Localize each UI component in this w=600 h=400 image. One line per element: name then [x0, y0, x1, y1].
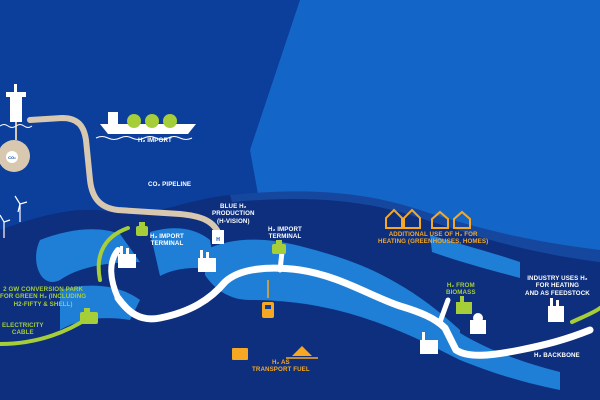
label-co2-pipeline: CO₂ PIPELINE	[148, 181, 192, 188]
label-electricity-cable: ELECTRICITY CABLE	[2, 322, 44, 337]
transport-fuel-icon	[232, 280, 318, 360]
h2-backbone-branch-west	[108, 247, 121, 301]
label-additional-use-heating: ADDITIONAL USE OF H₂ FOR HEATING (GREENH…	[378, 231, 489, 246]
greenhouse-home-icon	[385, 208, 471, 229]
svg-text:CO₂: CO₂	[8, 155, 16, 160]
h2-import-ship-icon	[95, 112, 196, 140]
harbour-basin-west	[36, 229, 140, 282]
label-h2-from-biomass: H₂ FROM BIOMASS	[446, 282, 476, 297]
label-conversion-park: 2 GW CONVERSION PARK FOR GREEN H₂ (INCLU…	[0, 286, 87, 308]
label-blue-h2-production: BLUE H₂ PRODUCTION (H-VISION)	[212, 203, 255, 225]
biomass-plant-icon	[456, 296, 472, 314]
co2-pipeline	[27, 115, 221, 235]
co2-storage-rig-icon: CO₂	[0, 84, 33, 172]
h2-backbone-branch-terminal	[277, 249, 285, 273]
canal-north	[430, 235, 520, 278]
label-h2-import: H₂ IMPORT	[138, 137, 172, 144]
label-h2-import-terminal-1: H₂ IMPORT TERMINAL	[150, 233, 184, 248]
label-h2-backbone: H₂ BACKBONE	[534, 352, 580, 359]
h2-backbone-branch-biomass	[437, 297, 451, 325]
electricity-cable-north	[96, 226, 130, 282]
h2-import-terminal-icon	[136, 222, 286, 254]
svg-text:H: H	[216, 237, 220, 243]
electricity-cable-east	[570, 306, 600, 324]
label-transport-fuel: H₂ AS TRANSPORT FUEL	[252, 359, 310, 374]
conversion-park-icon	[80, 308, 98, 324]
label-industry-uses: INDUSTRY USES H₂ FOR HEATING AND AS FEED…	[525, 275, 590, 297]
blue-h2-plant-icon: H	[212, 230, 224, 244]
h2-backbone-pipeline	[114, 264, 594, 359]
label-h2-import-terminal-2: H₂ IMPORT TERMINAL	[268, 226, 302, 241]
wind-turbine-icon	[0, 195, 28, 238]
coastline	[230, 191, 600, 262]
factory-icon	[118, 246, 564, 354]
